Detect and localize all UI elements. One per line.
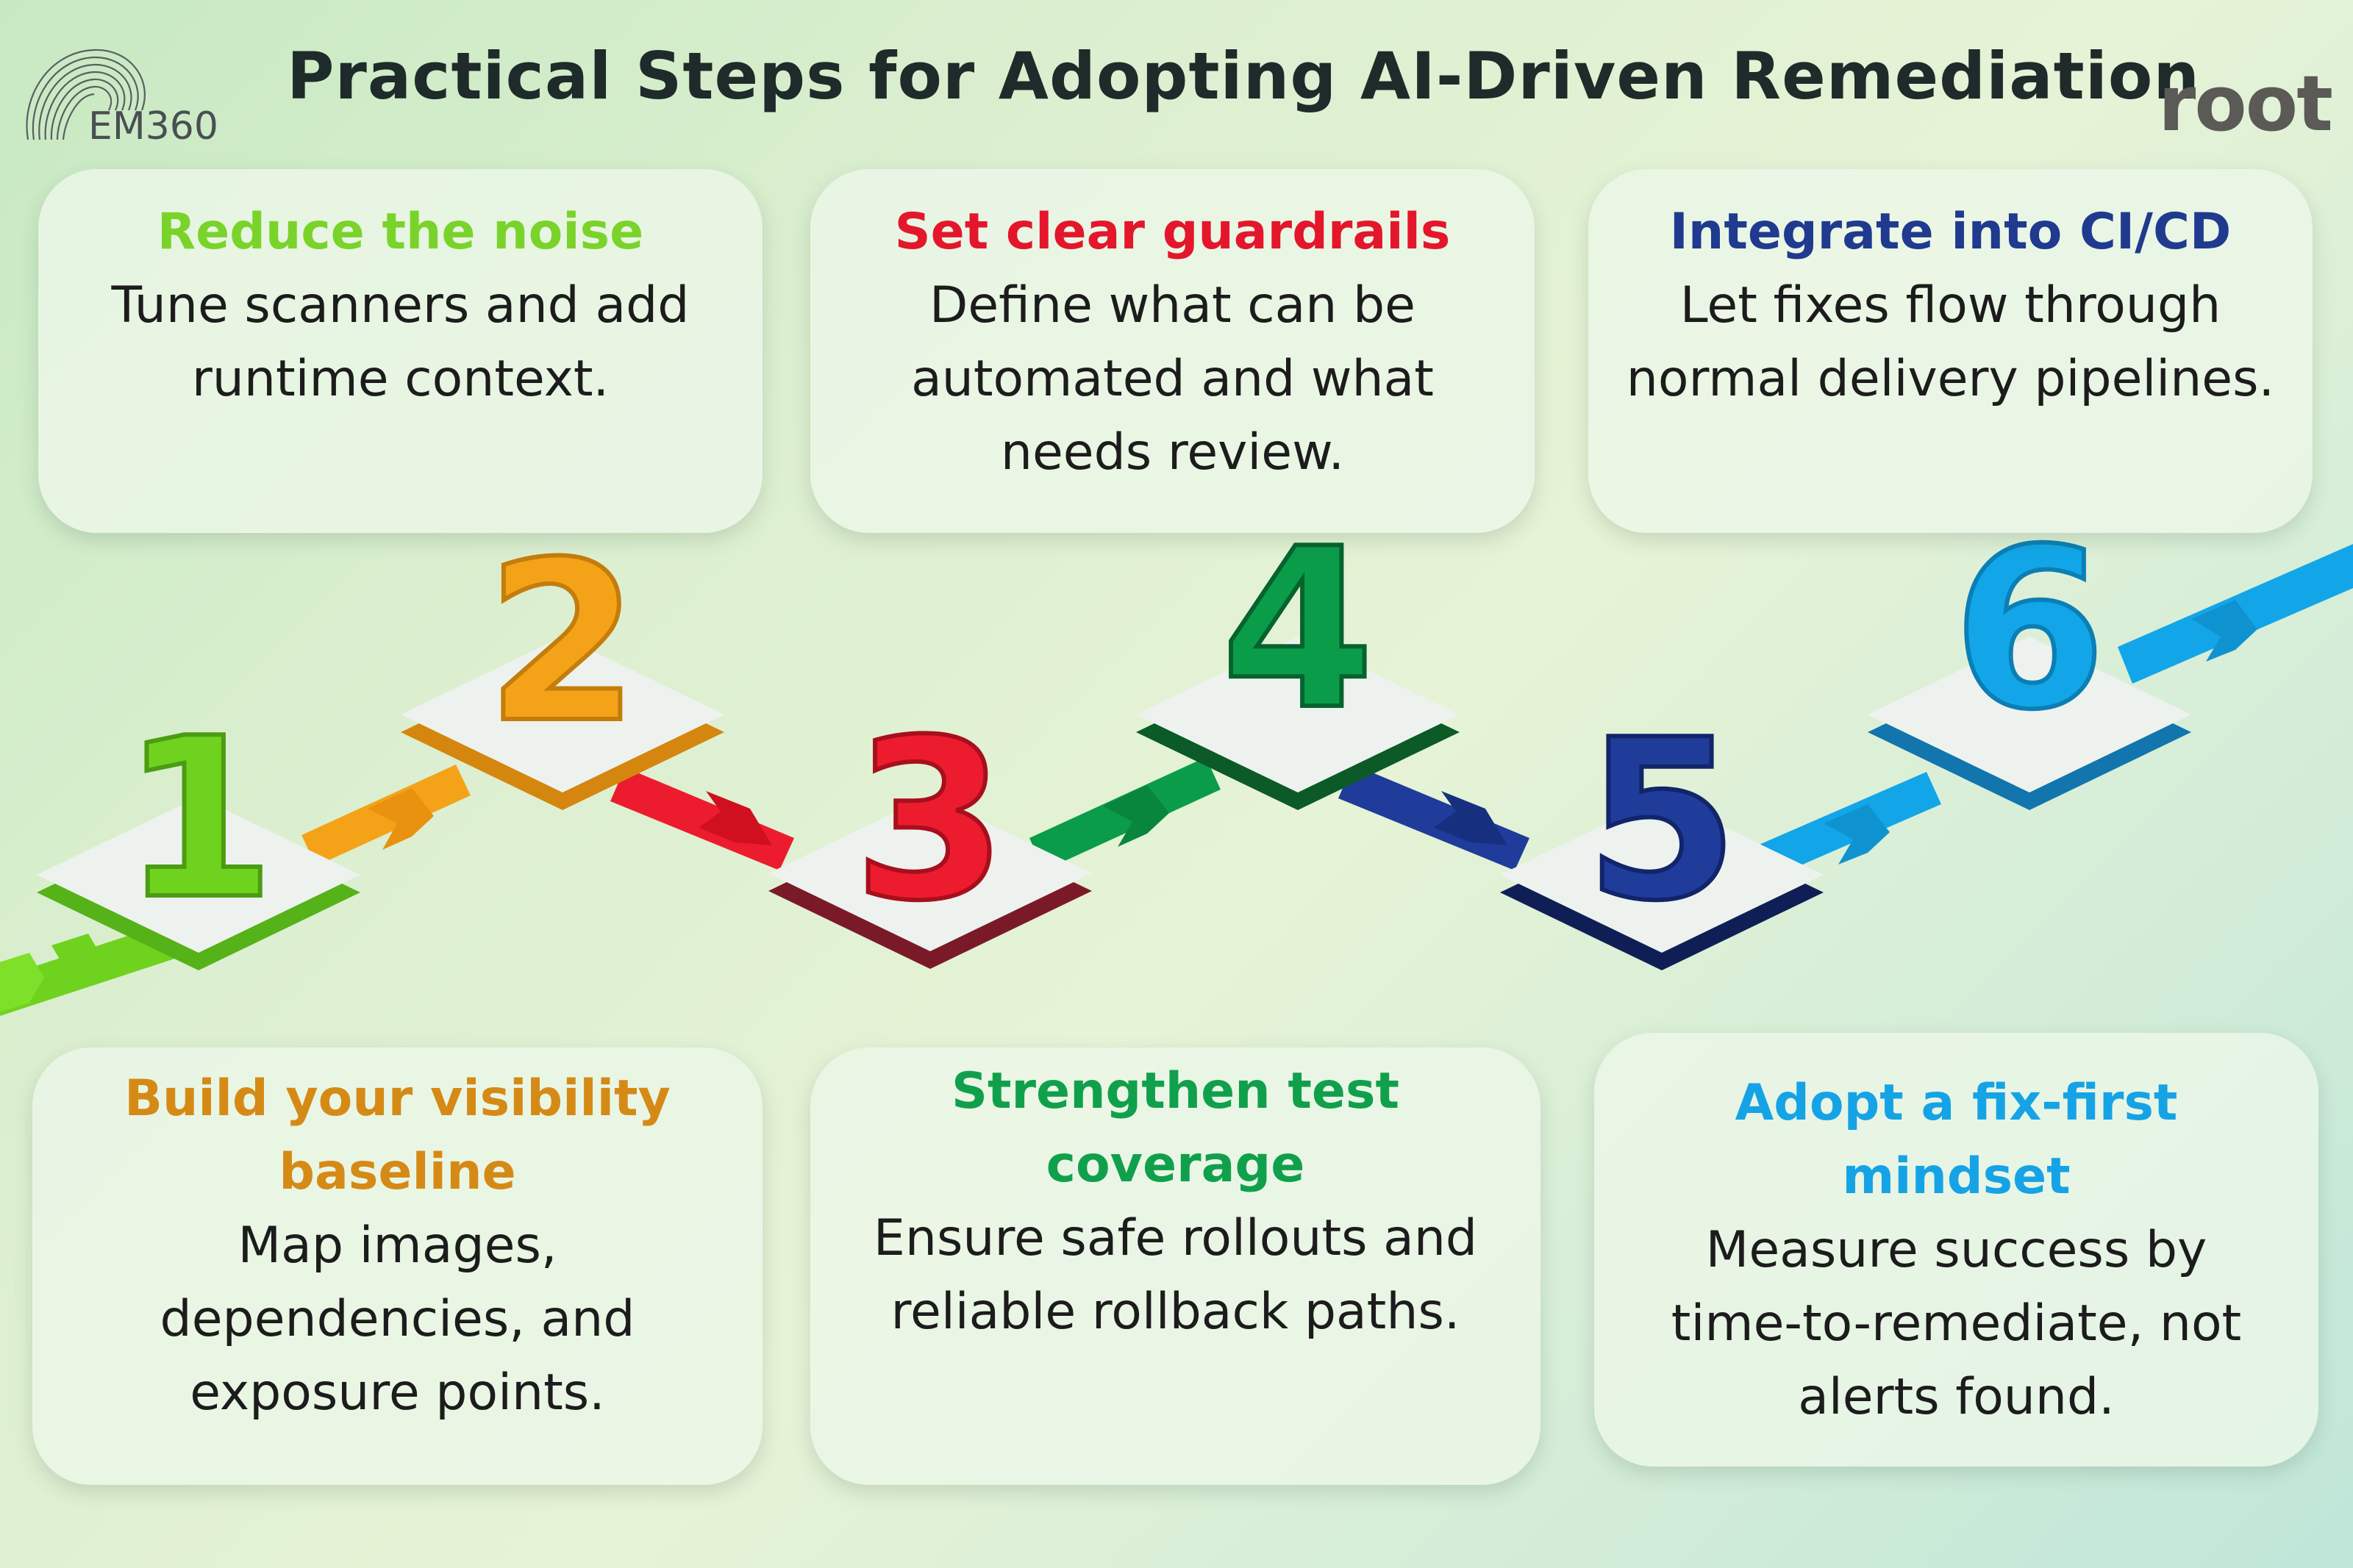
step-card-body-line: Let fixes flow through <box>1679 276 2221 334</box>
step-card-body-line: exposure points. <box>190 1364 605 1422</box>
step-number-4: 4 <box>1221 501 1375 758</box>
step-card-3: Strengthen test coverage Ensure safe rol… <box>810 1048 1540 1485</box>
step-card-5: Adopt a fix-first mindset Measure succes… <box>1594 1033 2318 1467</box>
step-card-body-line: Measure success by <box>1705 1221 2207 1279</box>
step-card-body-line: alerts found. <box>1798 1368 2115 1426</box>
step-card-6: Integrate into CI/CD Let fixes flow thro… <box>1588 169 2313 533</box>
step-card-4: Set clear guardrails Define what can be … <box>810 169 1535 533</box>
step-card-title-line: Strengthen test <box>951 1062 1399 1120</box>
path-band-6 <box>1757 544 2353 878</box>
step-number-1: 1 <box>122 691 276 948</box>
step-card-title-line: Build your visibility <box>124 1070 671 1128</box>
em360-wordmark: EM360 <box>88 104 218 148</box>
em360-swirl-icon <box>26 49 146 140</box>
platform-6 <box>1868 637 2191 810</box>
step-card-body-line: automated and what <box>911 350 1434 408</box>
path-band-1 <box>0 917 184 1016</box>
step-card-body-line: normal delivery pipelines. <box>1626 350 2275 408</box>
path-band-3 <box>610 767 794 870</box>
path-band-4 <box>1029 757 1221 870</box>
step-number-3: 3 <box>854 692 1007 949</box>
step-card-body-line: Ensure safe rollouts and <box>873 1209 1478 1267</box>
step-card-body-line: needs review. <box>1000 423 1345 482</box>
platform-2 <box>401 637 724 810</box>
path-band-2 <box>301 765 471 866</box>
platform-5 <box>1500 797 1824 970</box>
step-card-body-line: runtime context. <box>191 350 610 408</box>
step-card-title-line: Adopt a fix-first mindset <box>1735 1074 2178 1206</box>
page-title: Practical Steps for Adopting AI-Driven R… <box>287 38 2200 114</box>
step-card-title-line: coverage <box>1046 1136 1305 1194</box>
step-card-1: Build your visibility baseline Map image… <box>32 1048 763 1485</box>
step-card-title: Set clear guardrails <box>894 203 1451 261</box>
step-card-2: Reduce the noise Tune scanners and add r… <box>38 169 763 533</box>
step-card-title: Integrate into CI/CD <box>1669 203 2232 261</box>
em360-logo: EM360 <box>13 37 234 162</box>
platform-1 <box>37 797 360 970</box>
step-card-body-line: Define what can be <box>929 276 1415 334</box>
step-card-title-line: baseline <box>279 1143 516 1201</box>
platform-4 <box>1136 637 1460 810</box>
path-band-5 <box>1338 765 1529 870</box>
platform-3 <box>768 795 1092 969</box>
step-card-title: Reduce the noise <box>157 203 644 261</box>
step-card-body-line: time-to-remediate, not <box>1671 1295 2242 1353</box>
step-card-body-line: reliable rollback paths. <box>890 1283 1460 1341</box>
step-card-body-line: Map images, <box>238 1217 557 1275</box>
step-number-2: 2 <box>486 515 640 771</box>
root-logo: root <box>2158 59 2333 148</box>
step-number-6: 6 <box>1953 501 2107 758</box>
step-number-5: 5 <box>1585 692 1739 949</box>
step-card-body-line: Tune scanners and add <box>111 276 690 334</box>
step-card-body-line: dependencies, and <box>160 1290 635 1348</box>
